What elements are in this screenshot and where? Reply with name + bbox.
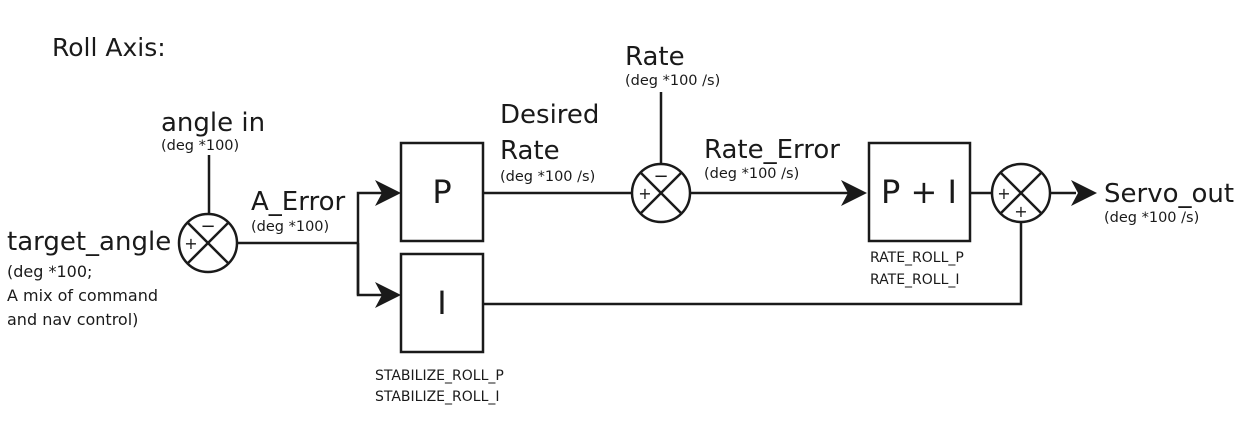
rate-label: Rate (625, 42, 685, 72)
rate-unit: (deg *100 /s) (625, 73, 721, 89)
servo-out-unit: (deg *100 /s) (1104, 210, 1200, 226)
a-error-unit: (deg *100) (251, 219, 330, 235)
sum2-plus-sign: + (638, 184, 651, 203)
arrow-to-p (375, 180, 401, 206)
sum2-minus-sign: − (653, 166, 668, 187)
angle-in-label: angle in (161, 108, 266, 138)
target-angle-note-2: and nav control) (7, 310, 139, 329)
summing-junction-output: + + (990, 162, 1052, 224)
sum3-plus-sign-bottom: + (1014, 202, 1027, 221)
sum3-plus-sign-left: + (997, 184, 1010, 203)
diagram-title: Roll Axis: (52, 33, 166, 62)
rate-error-unit: (deg *100 /s) (704, 166, 800, 182)
pi-block-label: P + I (881, 173, 957, 211)
target-angle-unit: (deg *100; (7, 262, 93, 281)
pi-block (867, 141, 972, 243)
summing-junction-rate: + − (630, 162, 692, 224)
rate-error-label: Rate_Error (704, 135, 840, 165)
arrow-to-pi (841, 180, 867, 206)
angle-in-unit: (deg *100) (161, 138, 240, 154)
target-angle-note-1: A mix of command (7, 286, 158, 305)
arrow-servo-out (1071, 180, 1097, 206)
a-error-label: A_Error (251, 187, 346, 217)
target-angle-label: target_angle (7, 227, 172, 257)
rate-roll-i-param: RATE_ROLL_I (870, 272, 960, 288)
rate-roll-p-param: RATE_ROLL_P (870, 250, 964, 266)
p-block-label: P (432, 173, 451, 211)
servo-out-label: Servo_out (1104, 179, 1235, 209)
summing-junction-angle: + − (177, 212, 239, 274)
i-feedforward-wire (483, 223, 1023, 306)
p-block (399, 141, 485, 243)
split-to-p-wire (356, 191, 384, 295)
desired-rate-unit: (deg *100 /s) (500, 169, 596, 185)
desired-rate-label-1: Desired (500, 100, 600, 130)
stabilize-roll-p-param: STABILIZE_ROLL_P (375, 368, 504, 384)
stabilize-roll-i-param: STABILIZE_ROLL_I (375, 389, 500, 405)
arrow-to-i (375, 282, 401, 308)
i-block-label: I (437, 284, 446, 322)
split-to-i-wire (356, 243, 384, 297)
desired-rate-label-2: Rate (500, 136, 560, 166)
i-block (399, 252, 485, 354)
sum1-minus-sign: − (200, 216, 215, 237)
sum1-plus-sign: + (184, 234, 197, 253)
